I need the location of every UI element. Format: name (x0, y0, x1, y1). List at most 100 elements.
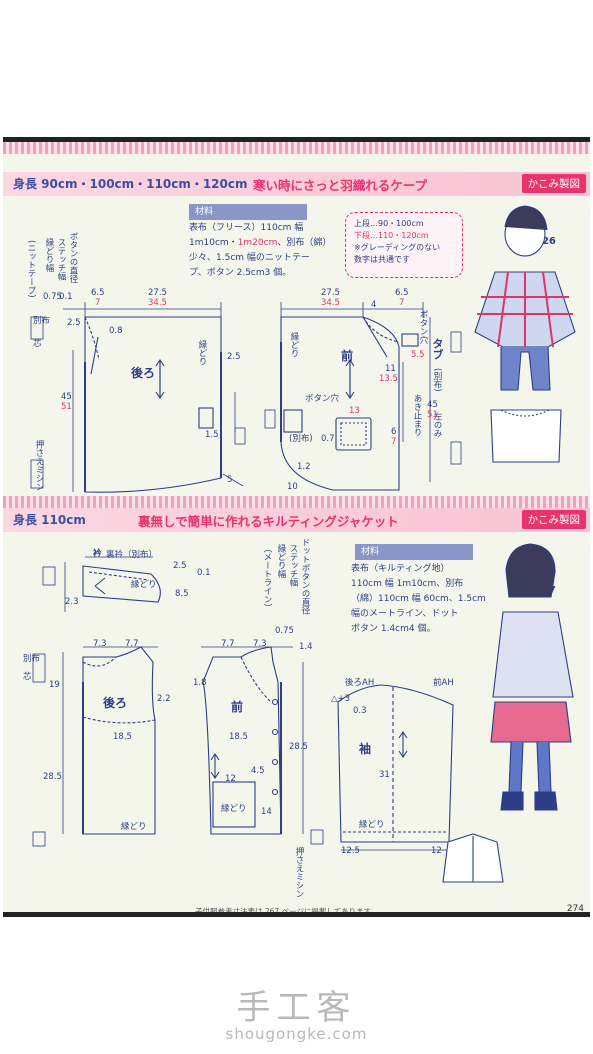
dim-03: 0.3 (353, 706, 367, 716)
label-tab-note: (別布) (432, 368, 442, 392)
jacket-back-piece (32, 646, 158, 847)
dim-125: 12.5 (341, 846, 360, 856)
dim-65: 6.5 (91, 288, 105, 298)
section1-materials: 表布（フリース）110cm 幅 1m10cm・1m20cm、別布（綿） 少々、1… (189, 221, 339, 281)
dim-51: 51 (61, 402, 72, 412)
dim-plus3: △+3 (331, 694, 351, 704)
label-edge2: 縁どり (289, 332, 299, 358)
dim-01b: 0.1 (197, 568, 211, 578)
dim-10: 10 (287, 482, 298, 492)
label-dot-dia: ドットボタンの直径 (300, 538, 310, 615)
materials-line: 表布（フリース）110cm 幅 (189, 223, 304, 233)
section1-title: 寒い時にさっと羽織れるケープ (253, 178, 428, 193)
label-buttonhole: ボタン穴 (418, 310, 428, 344)
pattern-drafts (30, 205, 576, 883)
dim-4: 4 (371, 300, 377, 310)
jacket-front-piece (201, 646, 324, 845)
sleeve-piece (337, 684, 454, 851)
label-metre: （メートライン） (262, 544, 272, 612)
dim-075b: 0.75 (275, 626, 294, 636)
grading-lower: 下段…110・120cm (354, 231, 429, 240)
label-sleeve-edge: 縁どり (359, 820, 385, 830)
label-back: 後ろ (131, 366, 156, 380)
dim-77: 7.7 (125, 639, 139, 649)
dim-25: 2.5 (67, 318, 81, 328)
label-press2: 押さえミシン (294, 847, 304, 898)
label-side-bf: 別布 (33, 316, 51, 326)
label-stop: あき止まり (412, 394, 422, 437)
dim-51-front: 51 (427, 410, 438, 420)
dim-345-front: 34.5 (321, 298, 340, 308)
section1-header: 身長 90cm・100cm・110cm・120cm 寒い時にさっと羽織れるケープ… (3, 172, 590, 196)
label-edge1: 縁どり (197, 340, 207, 366)
section2-badge: かこみ製図 (521, 510, 586, 529)
materials-line: プ、ボタン 2.5cm3 個。 (189, 268, 292, 278)
dim-135: 13.5 (379, 374, 398, 384)
grading-note-line: ※グレーディングのない (354, 243, 441, 252)
dim-18: 1.8 (193, 678, 207, 688)
label-button-dia: ボタンの直径 (68, 232, 78, 283)
pocket-outline (212, 781, 256, 828)
dim-01: 0.1 (59, 292, 73, 302)
section2-header: 身長 110cm 裏無しで簡単に作れるキルティングジャケット かこみ製図 (3, 508, 590, 532)
pink-stripe-top (3, 142, 590, 154)
dim-7-front: 7 (399, 298, 405, 308)
dim-285-front: 28.5 (289, 742, 308, 752)
label-pocket-edge: 縁どり (221, 804, 247, 814)
watermark-logo: 手工客 (236, 988, 357, 1028)
dim-12-pocket: 12 (225, 774, 236, 784)
label-side-core2: 芯 (23, 672, 32, 682)
pocket-outline (335, 417, 372, 451)
dim-275-front: 27.5 (321, 288, 340, 298)
scanned-pattern-page: 身長 90cm・100cm・110cm・120cm 寒い時にさっと羽織れるケープ… (3, 137, 590, 917)
dim-08: 0.8 (109, 326, 123, 336)
section2-materials: 表布（キルティング地） 110cm 幅 1m10cm、別布 （綿）110cm 幅… (351, 562, 501, 637)
label-side-bf2: 別布 (23, 654, 41, 664)
materials-line: 110cm 幅 1m10cm、別布 (351, 579, 464, 589)
dim-14b: 1.4 (299, 642, 313, 652)
pattern-labels: 後ろ 前 タブ (別布) 左のみ ボタン穴 ボタン穴 縁どり 縁どり (別布) … (3, 142, 590, 912)
section1-page-ref: 226 (535, 236, 556, 247)
dim-345: 34.5 (148, 298, 167, 308)
label-back-edge: 縁どり (121, 822, 147, 832)
label-collar: 衿 (93, 549, 102, 559)
jacket-child-illustration (442, 543, 574, 883)
label-front2: 前 (231, 700, 244, 714)
label-press: 押さえミシン (34, 440, 44, 491)
section1-size: 身長 90cm・100cm・110cm・120cm (13, 177, 248, 191)
dim-23: 2.3 (65, 597, 79, 607)
dim-45b: 4.5 (251, 766, 265, 776)
grading-upper: 上段…90・100cm (354, 219, 424, 228)
pink-stripe-mid (3, 496, 590, 508)
label-buttonhole2: ボタン穴 (305, 394, 340, 404)
dim-45-front: 45 (427, 400, 438, 410)
collar-piece (42, 556, 161, 612)
grading-note: 上段…90・100cm 下段…110・120cm ※グレーディングのない 数字は… (345, 212, 463, 278)
dim-73-front: 7.3 (253, 639, 267, 649)
label-tab-note2: 左のみ (432, 412, 442, 438)
label-sleeve: 袖 (359, 742, 372, 756)
label-pocket-cloth: (別布) (289, 434, 313, 444)
label-collar-edge: 縁どり (131, 580, 157, 590)
dim-25-side: 2.5 (227, 352, 241, 362)
label-stitch2: ステッチ幅 (288, 544, 298, 587)
dim-11: 11 (385, 364, 396, 374)
dim-185-front: 18.5 (229, 732, 248, 742)
dim-285: 28.5 (43, 772, 62, 782)
dim-12: 1.2 (297, 462, 311, 472)
watermark-url: shougongke.com (225, 1025, 368, 1043)
label-back-ah: 後ろAH (345, 678, 375, 688)
grading-note-line: 数字は共通です (354, 255, 410, 264)
dim-45: 45 (61, 392, 72, 402)
footer-note: 子供服参考寸法表は 267 ページに掲載してあります (195, 907, 371, 916)
dim-275: 27.5 (148, 288, 167, 298)
dim-15: 1.5 (205, 430, 219, 440)
tab-shape (401, 333, 419, 347)
dim-65-front: 6.5 (395, 288, 409, 298)
label-back2: 後ろ (103, 696, 128, 710)
dim-73: 7.3 (93, 639, 107, 649)
label-side-core: 芯 (33, 339, 42, 349)
dim-7-pocket: 7 (391, 437, 397, 447)
section1-badge: かこみ製図 (521, 174, 586, 193)
materials-line: 少々、1.5cm 幅のニットテー (189, 253, 310, 263)
